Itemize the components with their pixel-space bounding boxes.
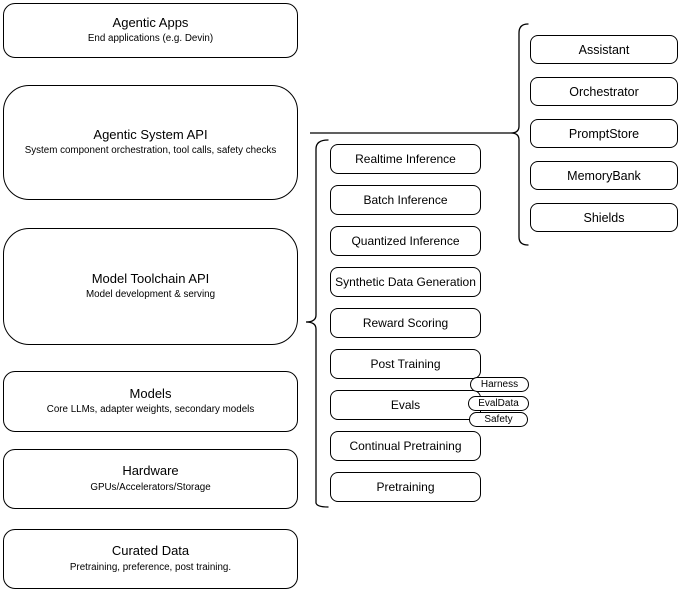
node-title: Model Toolchain API [91,270,210,286]
node-label: Post Training [370,357,441,371]
node-label: Evals [390,398,421,412]
node-label: Continual Pretraining [349,439,462,453]
node-subtitle: GPUs/Accelerators/Storage [90,481,211,493]
tag-label: Safety [484,413,513,425]
node-subtitle: Pretraining, preference, post training. [69,561,232,573]
node-subtitle: System component orchestration, tool cal… [24,145,277,157]
node-label: Reward Scoring [362,316,449,330]
node-continual-pretraining: Continual Pretraining [330,431,481,461]
node-agentic-system-api: Agentic System API System component orch… [3,85,298,200]
node-evals: Evals [330,390,481,420]
node-assistant: Assistant [530,35,678,64]
node-label: Batch Inference [363,193,448,207]
node-label: Shields [583,210,625,225]
node-subtitle: Model development & serving [85,289,216,301]
node-label: Assistant [578,42,630,57]
node-realtime-inference: Realtime Inference [330,144,481,174]
node-quantized-inference: Quantized Inference [330,226,481,256]
node-label: Orchestrator [569,84,639,99]
node-pretraining: Pretraining [330,472,481,502]
node-title: Hardware [122,463,179,479]
node-shields: Shields [530,203,678,232]
system-components-group: Assistant Orchestrator PromptStore Memor… [530,35,678,232]
node-curated-data: Curated Data Pretraining, preference, po… [3,529,298,589]
toolchain-items-brace [305,139,329,508]
node-hardware: Hardware GPUs/Accelerators/Storage [3,449,298,509]
node-promptstore: PromptStore [530,119,678,148]
node-reward-scoring: Reward Scoring [330,308,481,338]
node-label: Realtime Inference [355,152,456,166]
tag-evaldata: EvalData [468,396,529,411]
node-orchestrator: Orchestrator [530,77,678,106]
system-components-brace [510,23,529,246]
toolchain-items-group: Realtime Inference Batch Inference Quant… [330,144,481,502]
node-synthetic-data-generation: Synthetic Data Generation [330,267,481,297]
node-label: MemoryBank [567,168,641,183]
node-subtitle: Core LLMs, adapter weights, secondary mo… [46,404,255,416]
node-label: Synthetic Data Generation [335,275,476,289]
node-batch-inference: Batch Inference [330,185,481,215]
tag-safety: Safety [469,412,528,427]
node-agentic-apps: Agentic Apps End applications (e.g. Devi… [3,3,298,58]
node-title: Agentic System API [93,126,208,142]
node-label: PromptStore [568,126,640,141]
tag-label: EvalData [478,397,519,409]
node-title: Curated Data [111,543,190,559]
node-title: Models [129,385,172,401]
node-label: Pretraining [376,480,435,494]
node-title: Agentic Apps [112,14,189,30]
node-model-toolchain-api: Model Toolchain API Model development & … [3,228,298,345]
tag-harness: Harness [470,377,529,392]
node-models: Models Core LLMs, adapter weights, secon… [3,371,298,432]
tag-label: Harness [480,378,519,390]
node-subtitle: End applications (e.g. Devin) [87,33,214,45]
node-label: Quantized Inference [351,234,460,248]
node-memorybank: MemoryBank [530,161,678,190]
node-post-training: Post Training [330,349,481,379]
